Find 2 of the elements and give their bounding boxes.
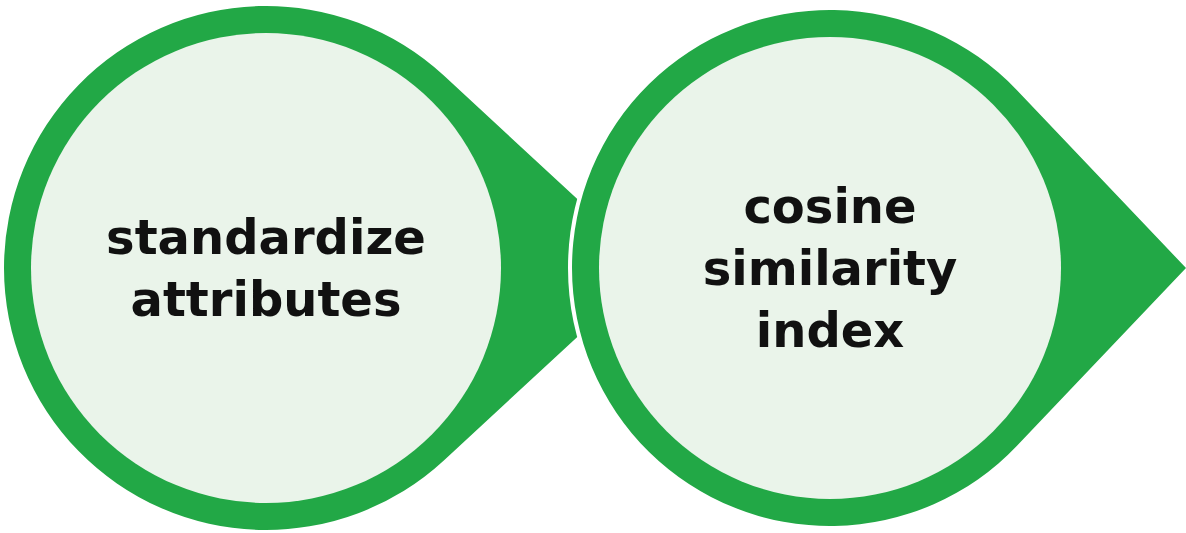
- node-label: cosine similarity index: [701, 177, 959, 360]
- node-label: standardize attributes: [105, 208, 427, 329]
